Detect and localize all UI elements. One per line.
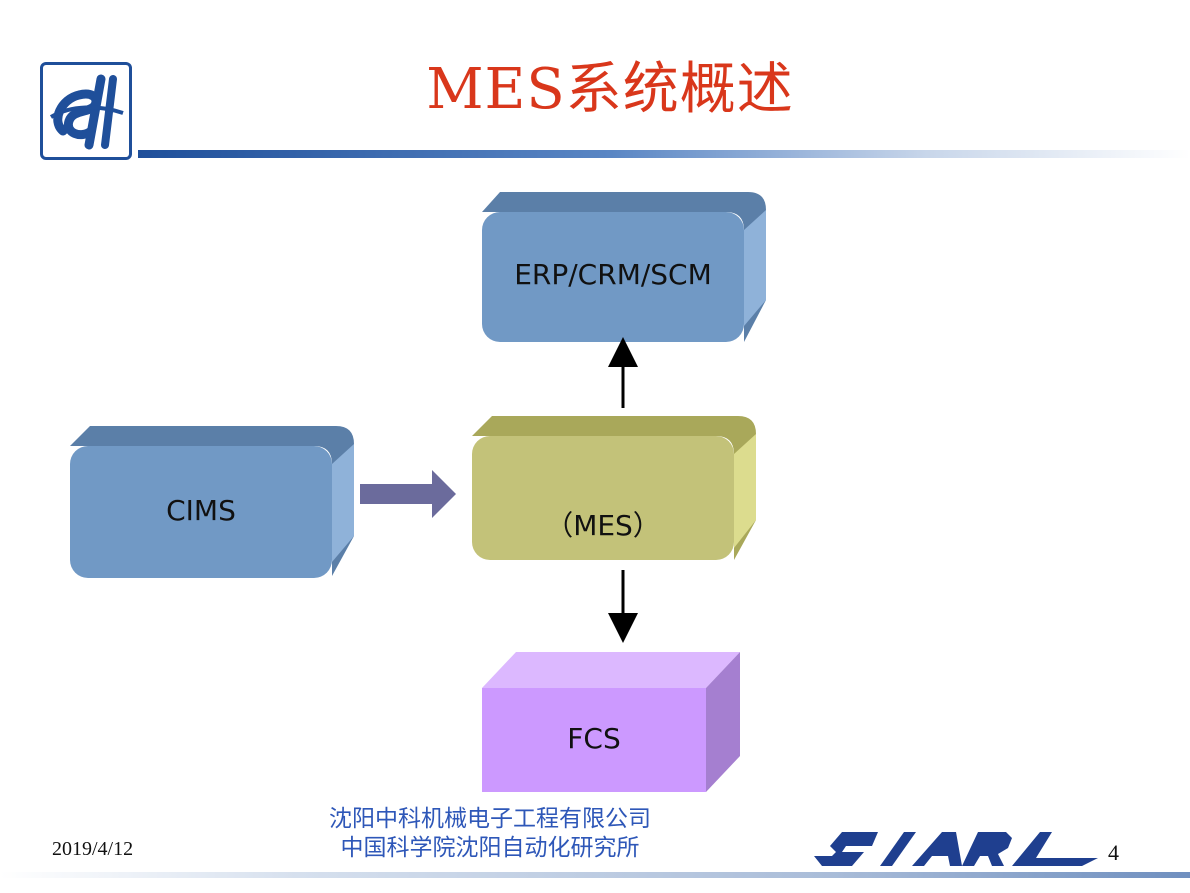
footer-org-line-1: 沈阳中科机械电子工程有限公司 xyxy=(329,806,651,832)
mes-box xyxy=(472,416,756,560)
title-underline xyxy=(138,150,1190,158)
page-title: MES系统概述 xyxy=(426,57,794,122)
erp-label: ERP/CRM/SCM xyxy=(514,258,712,291)
footer-org-line-2: 中国科学院沈阳自动化研究所 xyxy=(340,835,640,861)
institute-logo-icon xyxy=(40,62,132,160)
erp-box xyxy=(482,192,766,342)
fcs-box xyxy=(482,652,740,792)
footer-organization: 沈阳中科机械电子工程有限公司 中国科学院沈阳自动化研究所 xyxy=(290,805,690,863)
footer-rule xyxy=(0,872,1190,878)
siarl-logo-icon xyxy=(814,832,1098,866)
mes-label: （MES） xyxy=(545,509,661,542)
footer-date: 2019/4/12 xyxy=(52,838,134,860)
page-number: 4 xyxy=(1108,840,1119,865)
cims-to-mes-arrow xyxy=(360,470,456,518)
fcs-label: FCS xyxy=(567,722,621,755)
cims-label: CIMS xyxy=(166,494,236,527)
cims-box xyxy=(70,426,354,578)
